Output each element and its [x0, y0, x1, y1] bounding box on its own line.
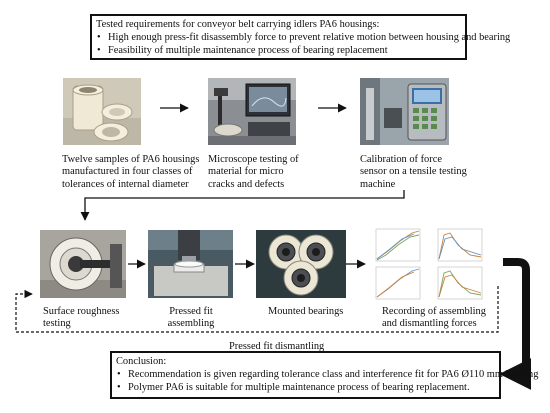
- mounted-bearings-photo: [256, 230, 346, 298]
- caption-line: machine: [360, 178, 396, 190]
- caption-line: Mounted bearings: [268, 306, 344, 317]
- requirements-heading: Tested requirements for conveyor belt ca…: [96, 19, 380, 30]
- requirements-box: Tested requirements for conveyor belt ca…: [90, 14, 510, 60]
- caption-line: tolerances of internal diameter: [62, 178, 189, 190]
- step-caption-roughness: Surface roughness testing: [43, 306, 129, 331]
- caption-line: Surface roughness: [43, 306, 120, 317]
- caption-line: Recording of assembling: [382, 306, 486, 317]
- requirements-list: High enough press-fit disassembly force …: [96, 32, 510, 58]
- caption-line: Microscope testing of: [208, 154, 299, 165]
- step-caption-recording: Recording of assembling and dismantling …: [382, 306, 502, 331]
- pa6-housings-photo: [63, 78, 141, 145]
- caption-line: testing: [43, 318, 71, 330]
- arrow-calibration-to-roughness: [80, 190, 405, 221]
- caption-line: material for micro: [208, 166, 284, 178]
- requirement-item: Feasibility of multiple maintenance proc…: [96, 45, 465, 58]
- dismantling-loop-arrow: [15, 286, 499, 333]
- conclusion-box: Conclusion: Recommendation is given rega…: [110, 351, 538, 399]
- requirement-item: High enough press-fit disassembly force …: [96, 32, 510, 45]
- step-caption-pressed-fit: Pressed fit assembling: [158, 306, 224, 331]
- surface-roughness-photo: [40, 230, 126, 298]
- step-caption-mounted: Mounted bearings: [268, 306, 358, 318]
- conclusion-item: Polymer PA6 is suitable for multiple mai…: [116, 382, 499, 395]
- step-caption-microscope: Microscope testing of material for micro…: [208, 154, 308, 191]
- conclusion-item: Recommendation is given regarding tolera…: [116, 369, 538, 382]
- dismantling-label: Pressed fit dismantling: [229, 341, 325, 352]
- microscope-photo: [208, 78, 296, 145]
- caption-line: sensor on a tensile testing: [360, 166, 467, 178]
- caption-line: Calibration of force: [360, 154, 442, 165]
- tensile-machine-photo: [360, 78, 449, 145]
- press-photo: [148, 230, 233, 298]
- conclusion-list: Recommendation is given regarding tolera…: [116, 369, 538, 395]
- caption-line: and dismantling forces: [382, 318, 477, 330]
- force-graphs-image: [368, 225, 492, 303]
- caption-line: cracks and defects: [208, 178, 285, 190]
- step-caption-samples: Twelve samples of PA6 housings manufactu…: [62, 154, 200, 191]
- arrow-to-conclusion: [499, 258, 532, 390]
- caption-line: Twelve samples of PA6 housings: [62, 154, 200, 165]
- step-caption-calibration: Calibration of force sensor on a tensile…: [360, 154, 485, 191]
- caption-line: manufactured in four classes of: [62, 166, 193, 178]
- caption-line: Pressed fit: [169, 306, 213, 317]
- caption-line: assembling: [167, 318, 215, 330]
- conclusion-heading: Conclusion:: [116, 356, 167, 367]
